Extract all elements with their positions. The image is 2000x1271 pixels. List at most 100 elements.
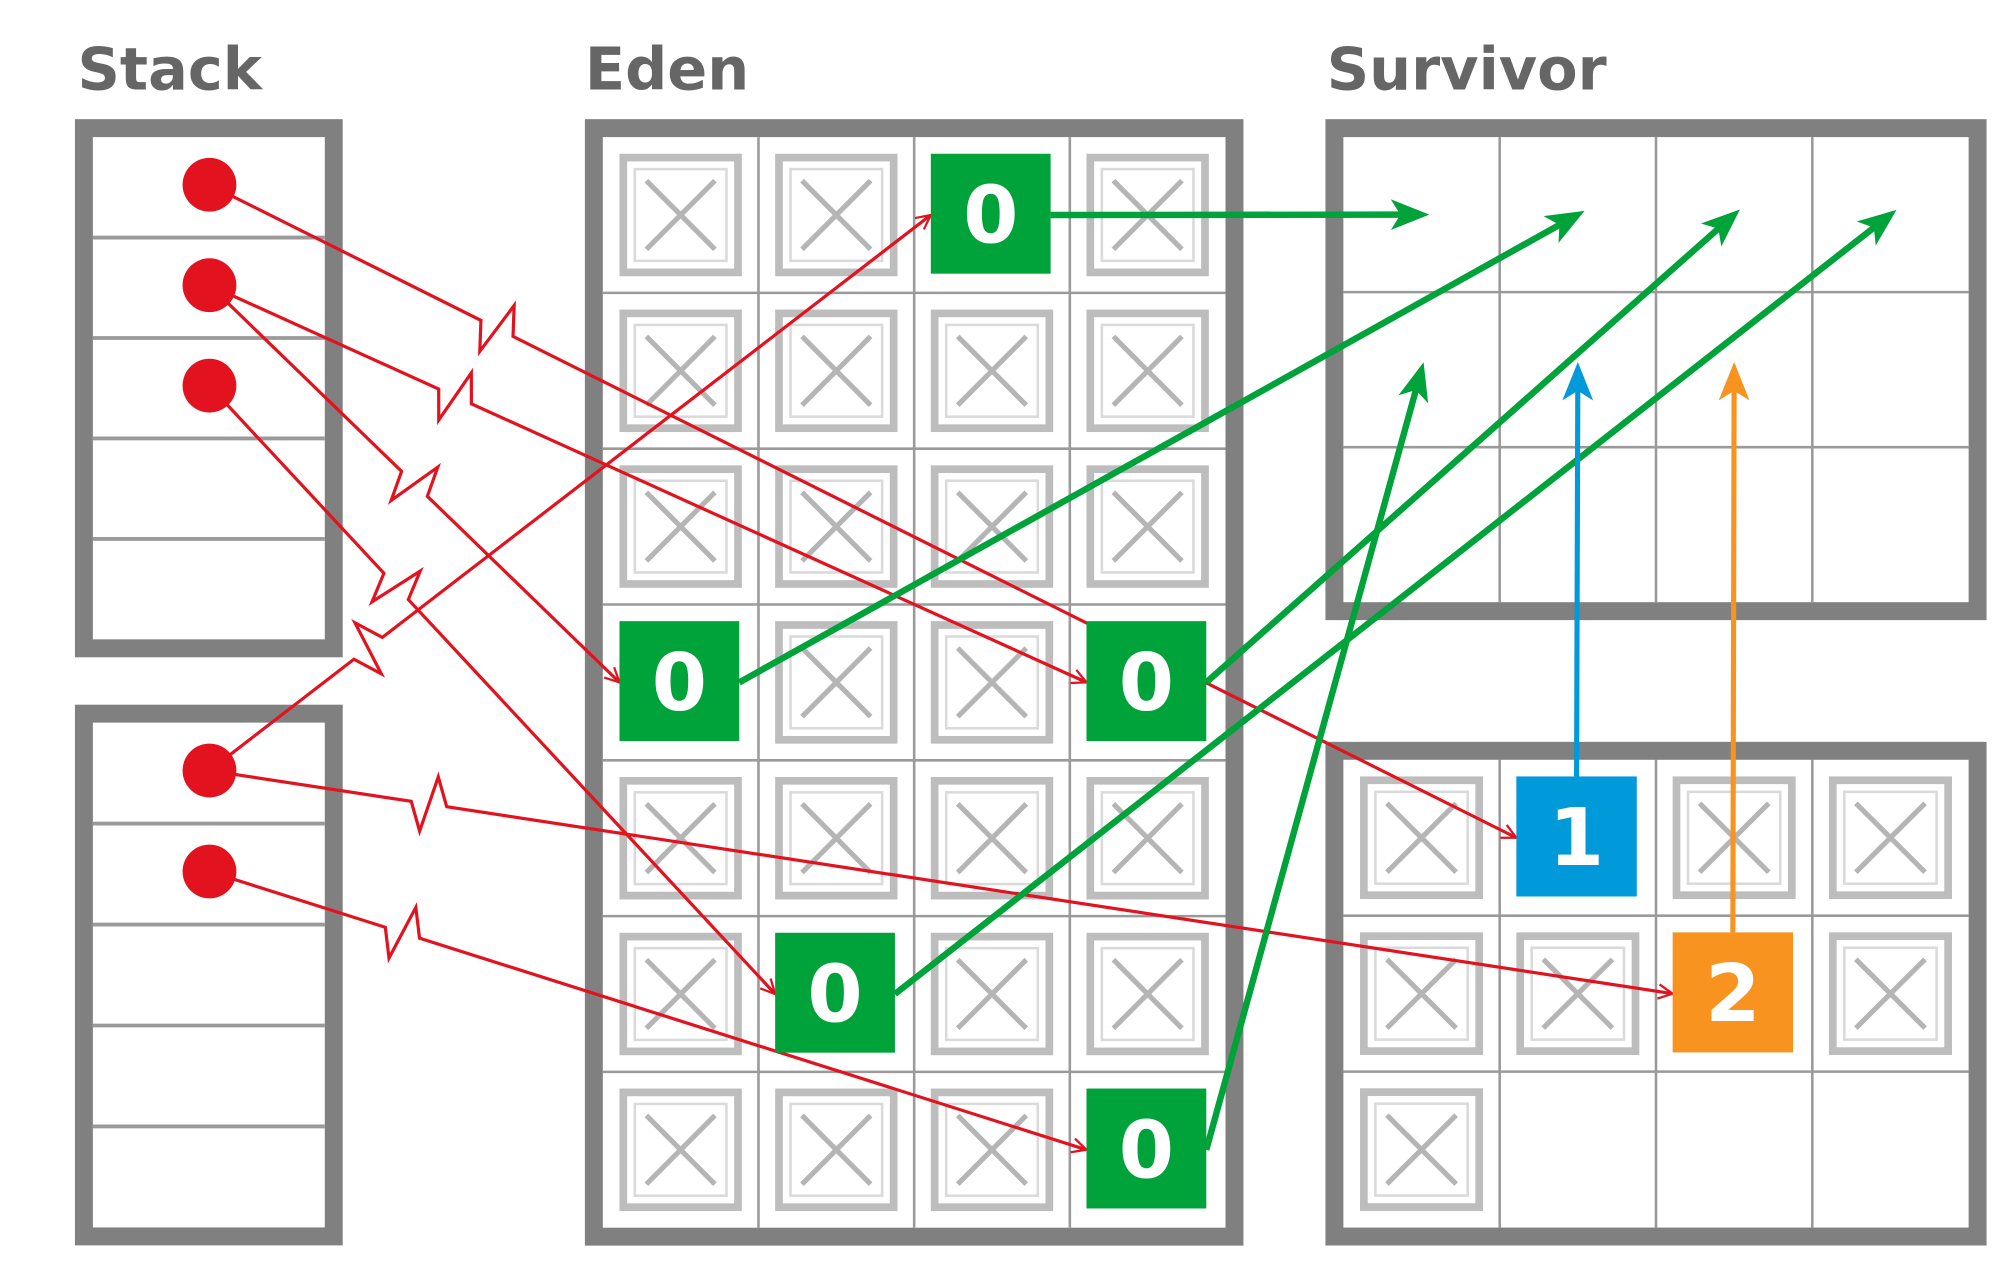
memory-regions	[74, 119, 1987, 1246]
cross-icon	[1385, 1113, 1458, 1186]
eden-title: Eden	[585, 35, 749, 104]
cross-icon	[800, 1113, 873, 1186]
garbage-inner-box	[1843, 790, 1938, 885]
garbage-object	[930, 932, 1054, 1056]
eden-region	[602, 137, 1226, 1228]
cross-icon	[1385, 801, 1458, 874]
garbage-object	[775, 1088, 898, 1212]
garbage-inner-box	[1100, 323, 1195, 418]
garbage-inner-box	[944, 479, 1040, 574]
garbage-inner-box	[789, 167, 884, 263]
garbage-box	[619, 465, 742, 588]
garbage-object	[619, 932, 742, 1056]
garbage-object	[930, 621, 1054, 744]
cross-icon	[644, 1113, 717, 1186]
cross-icon	[1111, 334, 1184, 407]
garbage-box	[1360, 932, 1484, 1055]
garbage-inner-box	[789, 791, 884, 886]
garbage-box	[619, 776, 742, 900]
cross-icon	[955, 802, 1029, 875]
garbage-object	[1086, 932, 1209, 1056]
stack-reference-dot	[182, 157, 237, 212]
live-object-box	[1516, 776, 1637, 897]
stack-references	[182, 157, 237, 899]
garbage-inner-box	[1100, 946, 1195, 1042]
object-age-label: 0	[652, 636, 707, 729]
cross-icon	[800, 178, 873, 252]
reference-arrow	[208, 183, 1516, 840]
garbage-box	[1086, 932, 1209, 1056]
garbage-object	[775, 309, 898, 433]
cross-icon	[1541, 957, 1615, 1030]
copy-arrow	[1203, 362, 1429, 1151]
garbage-box	[775, 153, 898, 277]
garbage-inner-box	[789, 1102, 884, 1197]
reference-arrow	[208, 284, 619, 682]
live-object-age-0: 0	[619, 621, 740, 742]
garbage-box	[775, 1088, 898, 1212]
garbage-object	[1828, 776, 1952, 900]
garbage-inner-box	[1374, 1102, 1469, 1197]
stack-reference-dot	[182, 258, 237, 313]
cross-icon	[955, 646, 1029, 719]
garbage-box	[1516, 932, 1640, 1055]
reference-arrow	[208, 384, 775, 994]
live-object-age-0: 0	[1086, 621, 1207, 742]
garbage-inner-box	[1374, 946, 1469, 1041]
garbage-box	[930, 309, 1054, 433]
object-age-label: 0	[807, 947, 862, 1040]
reference-arrow	[208, 215, 930, 772]
cross-icon	[644, 957, 717, 1031]
garbage-inner-box	[633, 167, 728, 263]
cross-icon	[1385, 957, 1458, 1030]
garbage-box	[775, 776, 898, 900]
garbage-inner-box	[1843, 946, 1938, 1041]
survivor-title: Survivor	[1327, 35, 1607, 104]
cross-icon	[1854, 801, 1927, 874]
garbage-box	[775, 309, 898, 433]
promote_age2-arrow	[1718, 361, 1750, 933]
cross-icon	[955, 334, 1029, 407]
garbage-object	[619, 776, 742, 900]
cross-icon	[644, 802, 717, 875]
live-object-box	[1086, 621, 1207, 742]
reference-arrow	[208, 283, 1086, 682]
garbage-object	[1828, 932, 1952, 1055]
garbage-inner-box	[944, 1102, 1040, 1197]
stack-reference-dot	[182, 743, 237, 798]
stack-reference-dot	[182, 844, 237, 899]
live-object-age-1: 1	[1516, 776, 1637, 897]
garbage-inner-box	[633, 791, 728, 886]
live-object-box	[619, 621, 740, 742]
garbage-object	[619, 1088, 742, 1212]
live-object-box	[1672, 932, 1794, 1053]
live-object-box	[930, 153, 1051, 274]
garbage-box	[1828, 932, 1952, 1055]
garbage-object	[619, 465, 742, 588]
garbage-object	[1360, 932, 1484, 1055]
cross-icon	[1854, 957, 1927, 1030]
survivor_to-region	[1343, 137, 1969, 603]
garbage-object	[1086, 309, 1209, 433]
live-object-age-0: 0	[1086, 1088, 1207, 1209]
garbage-object	[1086, 465, 1209, 588]
garbage-box	[930, 1088, 1054, 1212]
cross-icon	[644, 490, 717, 563]
garbage-box	[1360, 1088, 1484, 1211]
object-age-label: 2	[1705, 947, 1760, 1040]
stack-frame-2	[74, 704, 343, 1246]
garbage-box	[619, 932, 742, 1056]
live-object-box	[1086, 1088, 1207, 1209]
garbage-object	[930, 776, 1054, 900]
garbage-inner-box	[789, 635, 884, 730]
garbage-box	[1360, 776, 1484, 900]
reference-arrow	[208, 869, 1086, 1150]
garbage-box	[1086, 465, 1209, 588]
copy-arrow	[892, 209, 1897, 997]
garbage-inner-box	[633, 479, 728, 574]
garbage-object	[775, 776, 898, 900]
garbage-box	[930, 932, 1054, 1056]
live-object-age-0: 0	[930, 153, 1051, 274]
garbage-inner-box	[944, 791, 1040, 886]
